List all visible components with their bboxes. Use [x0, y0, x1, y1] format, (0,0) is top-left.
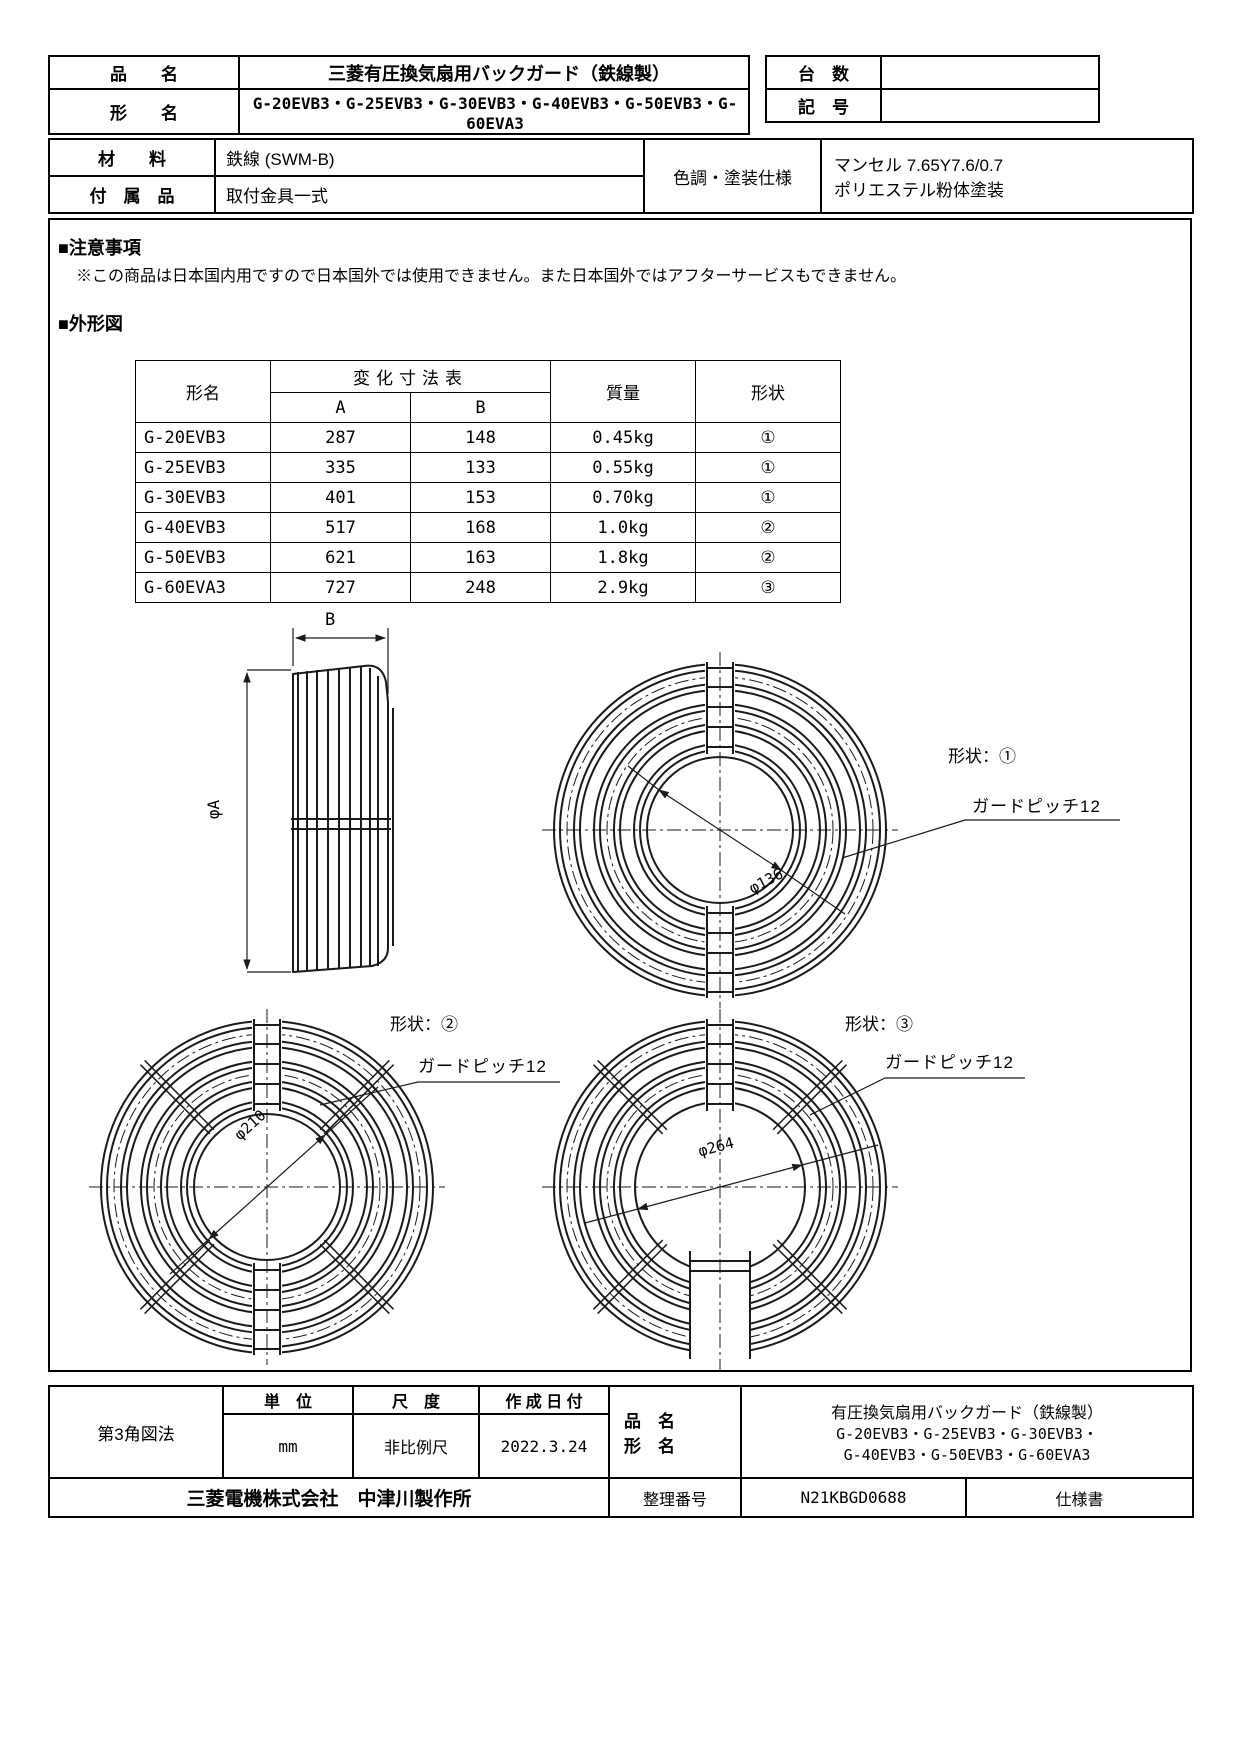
cell-shape: ①	[695, 422, 841, 453]
unit-value: mm	[222, 1413, 354, 1479]
date-label: 作 成 日 付	[478, 1385, 610, 1415]
col-header-model: 形名	[135, 360, 271, 423]
cell-model: G-25EVB3	[135, 452, 271, 483]
date-value: 2022.3.24	[478, 1413, 610, 1479]
paint-spec-value: マンセル 7.65Y7.6/0.7 ポリエステル粉体塗装	[820, 138, 1194, 214]
quantity-label: 台 数	[765, 55, 882, 90]
material-label: 材 料	[48, 138, 216, 177]
cell-a: 727	[270, 572, 411, 603]
ref-number-value: N21KBGD0688	[740, 1477, 967, 1518]
dimension-table: 形名 変化寸法表 質量 形状 A B G-20EVB3 287 148 0.45…	[135, 360, 841, 603]
model-name-value: G-20EVB3・G-25EVB3・G-30EVB3・G-40EVB3・G-50…	[238, 88, 750, 135]
quantity-value	[880, 55, 1100, 90]
cell-a: 621	[270, 542, 411, 573]
cell-mass: 1.8kg	[550, 542, 696, 573]
footer-product-line2: G-20EVB3・G-25EVB3・G-30EVB3・	[836, 1425, 1098, 1443]
cell-shape: ③	[695, 572, 841, 603]
cell-b: 163	[410, 542, 551, 573]
col-header-b: B	[410, 392, 551, 423]
scale-label: 尺 度	[352, 1385, 480, 1415]
col-header-dims: 変化寸法表	[270, 360, 551, 393]
product-name-value: 三菱有圧換気扇用バックガード（鉄線製）	[238, 55, 750, 90]
cell-model: G-30EVB3	[135, 482, 271, 513]
cell-mass: 0.70kg	[550, 482, 696, 513]
paint-line-1: マンセル 7.65Y7.6/0.7	[834, 156, 1004, 175]
cell-b: 133	[410, 452, 551, 483]
spec-table: 材 料 鉄線 (SWM-B) 色調・塗装仕様 マンセル 7.65Y7.6/0.7…	[48, 138, 1194, 214]
col-header-mass: 質量	[550, 360, 696, 423]
cell-model: G-50EVB3	[135, 542, 271, 573]
footer-product-line3: G-40EVB3・G-50EVB3・G-60EVA3	[843, 1446, 1091, 1464]
product-name-label: 品 名	[48, 55, 240, 90]
dim-a-label: φA	[204, 799, 224, 820]
symbol-label: 記 号	[765, 88, 882, 123]
outline-heading: ■外形図	[58, 314, 123, 334]
cell-model: G-60EVA3	[135, 572, 271, 603]
scale-value: 非比例尺	[352, 1413, 480, 1479]
cell-shape: ①	[695, 482, 841, 513]
cell-shape: ①	[695, 452, 841, 483]
table-row: G-25EVB3 335 133 0.55kg ①	[135, 452, 841, 483]
paint-line-2: ポリエステル粉体塗装	[834, 181, 1004, 200]
shape1-pitch-label: ガードピッチ12	[972, 797, 1101, 816]
projection-method: 第3角図法	[48, 1385, 224, 1479]
shape2-pitch-label: ガードピッチ12	[418, 1057, 547, 1076]
name-labels-cell: 品 名 形 名	[608, 1385, 742, 1479]
header-table-right: 台 数 記 号	[765, 55, 1100, 123]
cell-mass: 2.9kg	[550, 572, 696, 603]
accessory-label: 付 属 品	[48, 175, 216, 214]
col-header-shape: 形状	[695, 360, 841, 423]
material-value: 鉄線 (SWM-B)	[214, 138, 645, 177]
cell-b: 168	[410, 512, 551, 543]
main-content-box	[48, 218, 1192, 1372]
cell-model: G-20EVB3	[135, 422, 271, 453]
footer-model-label: 形 名	[624, 1437, 675, 1456]
shape2-label: 形状：②	[390, 1015, 458, 1034]
shape3-label: 形状：③	[845, 1015, 913, 1034]
unit-label: 単 位	[222, 1385, 354, 1415]
paint-spec-label: 色調・塗装仕様	[643, 138, 822, 214]
table-row: G-40EVB3 517 168 1.0kg ②	[135, 512, 841, 543]
cell-a: 401	[270, 482, 411, 513]
header-table-left: 品 名 三菱有圧換気扇用バックガード（鉄線製） 形 名 G-20EVB3・G-2…	[48, 55, 750, 135]
shape3-pitch-label: ガードピッチ12	[885, 1053, 1014, 1072]
doc-type: 仕様書	[964, 1477, 1195, 1518]
cell-a: 287	[270, 422, 411, 453]
cell-shape: ②	[695, 512, 841, 543]
cell-a: 517	[270, 512, 411, 543]
footer-product-cell: 有圧換気扇用バックガード（鉄線製） G-20EVB3・G-25EVB3・G-30…	[739, 1385, 1195, 1479]
cell-shape: ②	[695, 542, 841, 573]
model-name-label: 形 名	[48, 88, 240, 135]
notes-body: ※この商品は日本国内用ですので日本国外では使用できません。また日本国外ではアフタ…	[76, 268, 907, 285]
dim-b-label: B	[325, 610, 336, 630]
cell-model: G-40EVB3	[135, 512, 271, 543]
company-name: 三菱電機株式会社 中津川製作所	[48, 1477, 610, 1518]
table-row: G-50EVB3 621 163 1.8kg ②	[135, 542, 841, 573]
cell-b: 153	[410, 482, 551, 513]
table-row: G-30EVB3 401 153 0.70kg ①	[135, 482, 841, 513]
title-block-table: 第3角図法 単 位 尺 度 作 成 日 付 品 名 形 名 有圧換気扇用バックガ…	[48, 1385, 1195, 1518]
ref-number-label: 整理番号	[608, 1477, 742, 1518]
cell-mass: 0.55kg	[550, 452, 696, 483]
shape1-label: 形状：①	[948, 747, 1016, 766]
cell-b: 248	[410, 572, 551, 603]
cell-mass: 0.45kg	[550, 422, 696, 453]
cell-b: 148	[410, 422, 551, 453]
footer-product-line1: 有圧換気扇用バックガード（鉄線製）	[831, 1405, 1104, 1422]
table-row: G-20EVB3 287 148 0.45kg ①	[135, 422, 841, 453]
symbol-value	[880, 88, 1100, 123]
cell-mass: 1.0kg	[550, 512, 696, 543]
cell-a: 335	[270, 452, 411, 483]
col-header-a: A	[270, 392, 411, 423]
table-row: G-60EVA3 727 248 2.9kg ③	[135, 572, 841, 603]
footer-product-label: 品 名	[624, 1412, 675, 1431]
notes-heading: ■注意事項	[58, 238, 141, 258]
accessory-value: 取付金具一式	[214, 175, 645, 214]
